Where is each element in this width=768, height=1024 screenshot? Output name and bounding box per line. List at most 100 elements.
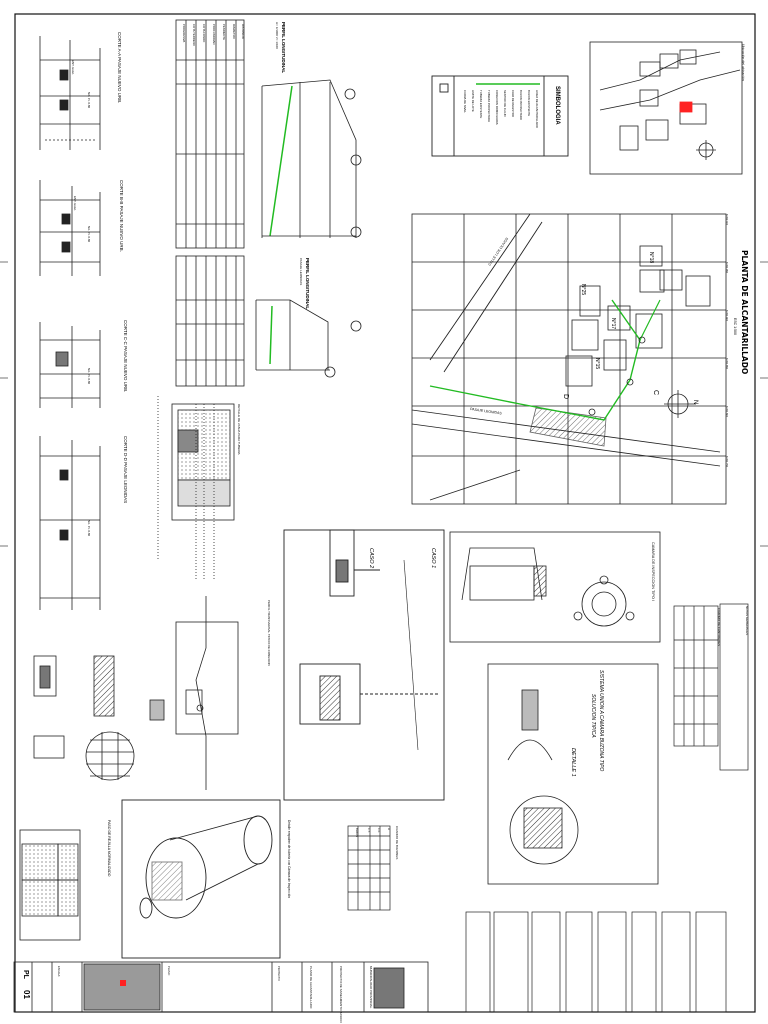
cylinder-title: Detalle empalme de tubería con Cámara de… xyxy=(287,820,291,898)
title-block xyxy=(13,961,429,1013)
case-1-title: CASO 1 xyxy=(430,548,436,568)
profile-row: DISTANCIA xyxy=(241,24,245,39)
grid-coord: 8.761.900 xyxy=(725,310,728,322)
plan-title: PLANTA DE ALCANTARILLADO xyxy=(740,250,749,374)
legend-box xyxy=(431,75,569,157)
cross-section-d xyxy=(39,436,101,610)
section-c-label: NA. Pr. 0.80 xyxy=(87,368,91,385)
buzon-col: BUZON xyxy=(355,828,359,837)
profile-row: COTA TERRENO xyxy=(192,24,196,47)
sewer-plan xyxy=(411,213,727,505)
legend-item: BUZON EXISTENTE xyxy=(527,90,531,116)
cross-section-b xyxy=(39,180,101,276)
profile-row: PROGRESIVA xyxy=(182,24,186,42)
buzon-col: C.F. xyxy=(377,828,381,833)
profile-row: DIAMETRO xyxy=(232,24,236,40)
section-a-title: CORTE A-A PASAJE NUEVO URB. xyxy=(117,32,122,103)
rejilla-panel xyxy=(19,829,81,941)
legend-item: TUBERIA EXISTENTE xyxy=(479,90,483,118)
notes-title: NOTAS GENERALES xyxy=(745,606,749,635)
union-detail xyxy=(487,663,659,885)
section-marker: D xyxy=(562,394,569,399)
lot-label: N°25 xyxy=(580,284,586,295)
street-label: PASAJE LEONIDAS xyxy=(470,407,503,415)
small-details xyxy=(33,655,165,781)
section-c-title: CORTE C-C PASAJE NUEVO URB. xyxy=(123,320,128,392)
quantities-title: CUADRO DE CANTIDADES xyxy=(717,608,721,646)
profile-row: PENDIENTE xyxy=(222,24,226,40)
profile-longitudinal-1 xyxy=(175,19,362,249)
trench-detail xyxy=(157,396,235,580)
union-subtitle: SOLUCION TIPICA xyxy=(590,694,596,738)
profile-longitudinal-2 xyxy=(175,255,362,387)
profile-row: COTA FONDO xyxy=(202,24,206,43)
lot-label: N°15 xyxy=(594,358,600,369)
grid-coord: 8.761.850 xyxy=(725,358,728,370)
grid-coord: 8.761.800 xyxy=(725,406,728,418)
legend-title: SIMBOLOGIA xyxy=(554,86,560,125)
lot-label: N°17 xyxy=(610,318,616,329)
profile-2-subtitle: PASAJE LEONIDAS xyxy=(299,258,303,285)
legend-item: BUZON PROYECTADO xyxy=(519,90,523,121)
profile-row: PROFUNDIDAD xyxy=(212,24,216,45)
grid-coord: 8.761.950 xyxy=(725,262,728,274)
sheet-number: 01 xyxy=(22,990,31,999)
notes-boxes xyxy=(465,911,727,1013)
section-d-label: NA. Pr. 0.80 xyxy=(87,520,91,537)
cutoff-detail xyxy=(175,596,239,790)
profile-1-scale: H= 1/1000 V= 1/100 xyxy=(275,22,279,49)
location-map xyxy=(589,41,743,175)
sewer-main-line xyxy=(429,299,641,421)
buzon-table xyxy=(347,825,391,911)
section-a-label: NA. Pr. 0.80 xyxy=(87,92,91,109)
quantities-table xyxy=(673,603,749,771)
sheet-border xyxy=(14,13,756,1013)
detail-1-title: DETALLE 1 xyxy=(570,748,576,777)
buzon-col: H xyxy=(387,828,391,830)
pipe-corridor xyxy=(529,407,607,447)
cross-section-a xyxy=(39,36,101,150)
legend-item: CURVA DE NIVEL xyxy=(463,90,467,113)
project-highlight xyxy=(679,101,693,113)
section-b-label: NA. Pr. 0.80 xyxy=(87,226,91,243)
north-marker: N xyxy=(692,400,698,404)
legend-item: LINEA DE ALCANTARILLADO xyxy=(535,90,539,129)
cylinder-detail xyxy=(121,799,281,959)
section-b-label: ENT. Exist. xyxy=(73,196,77,211)
section-a-label: ENT. Exist. xyxy=(71,60,75,75)
lot-label: N°18 xyxy=(648,252,654,263)
title-plan-name: PLANO DE ALCANTARILLADO xyxy=(309,966,313,1009)
grid-coord: 8.762.000 xyxy=(725,214,728,226)
cross-section-c xyxy=(39,322,101,408)
grid-coord: 8.761.750 xyxy=(725,456,728,468)
institution-seal xyxy=(373,967,405,1009)
title-institution: MUNICIPALIDAD PROVINCIAL xyxy=(369,966,373,1009)
section-marker: C xyxy=(652,390,659,395)
legend-item: CAJA DE REGISTRO xyxy=(511,90,515,118)
buzon-table-title: CUADRO DE BUZONES xyxy=(395,826,399,859)
camara-title: CAMARA DE INSPECCION TIPO I xyxy=(651,542,655,601)
cutoff-title: PERFIL TRANSVERSAL TIPICO DE CONEXION xyxy=(267,600,271,666)
profile-2-title: PERFIL LONGITUDINAL xyxy=(305,258,310,309)
legend-item: LIMITE DE LOTE xyxy=(471,90,475,112)
legend-item: CONEXION DOMICILIARIA xyxy=(495,90,499,125)
legend-item: TUBERIA PROYECTADA xyxy=(487,90,491,122)
legend-item: SENTIDO DE FLUJO xyxy=(503,90,507,118)
location-caption: Ubicación del ubicación xyxy=(741,44,745,81)
title-field: ESCALA: xyxy=(57,966,61,977)
sheet-code: PL xyxy=(22,970,29,980)
title-project: PROYECTO DE SANEAMIENTO BASICO xyxy=(339,966,343,1023)
trench-title: DETALLE DE ZANJA PARA TUBERIA xyxy=(237,404,241,455)
title-field: PLANO: xyxy=(167,966,171,976)
title-field: PROYECTO: xyxy=(277,966,281,982)
plan-scale: ESC 1:500 xyxy=(733,318,737,335)
sewer-pipe-profile xyxy=(269,85,293,237)
aerial-photo xyxy=(83,963,161,1011)
cases-panel xyxy=(283,529,445,801)
section-b-title: CORTE B-B PASAJE NUEVO URB. xyxy=(119,180,124,252)
union-title: SISTEMA UNION A CAMARA BUZONA TIPO xyxy=(598,670,604,771)
case-2-title: CASO 2 xyxy=(368,548,374,568)
section-d-title: CORTE D-D PASAJE LEONIDAS xyxy=(123,436,128,503)
buzon-col: C.T. xyxy=(367,828,371,833)
